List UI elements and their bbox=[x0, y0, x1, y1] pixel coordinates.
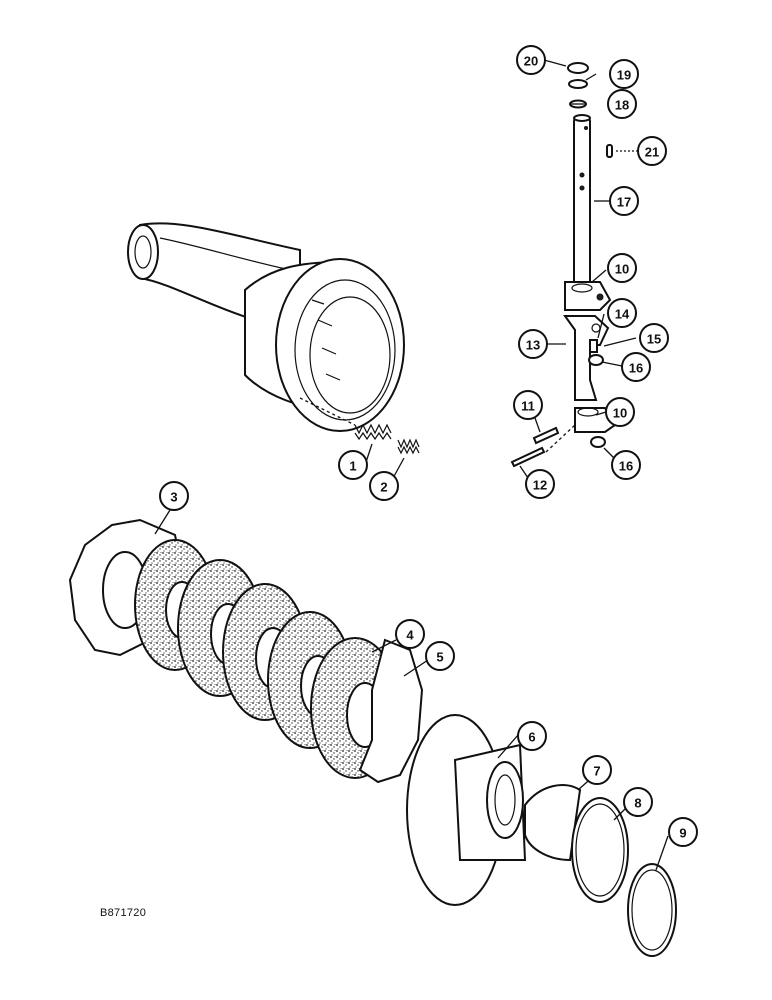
washer-16-upper bbox=[588, 354, 604, 366]
svg-text:8: 8 bbox=[634, 796, 641, 811]
callout-16a: 16 bbox=[621, 352, 651, 382]
callout-20: 20 bbox=[516, 45, 546, 75]
drawing-reference-code: B871720 bbox=[100, 907, 147, 919]
callout-7: 7 bbox=[582, 755, 612, 785]
callout-5: 5 bbox=[425, 641, 455, 671]
roll-pin-11 bbox=[532, 426, 560, 445]
svg-text:7: 7 bbox=[593, 764, 600, 779]
svg-text:5: 5 bbox=[436, 650, 443, 665]
svg-text:21: 21 bbox=[645, 145, 659, 160]
washer-19 bbox=[568, 79, 588, 89]
svg-text:10: 10 bbox=[615, 262, 629, 277]
svg-text:6: 6 bbox=[528, 730, 535, 745]
ring-20 bbox=[567, 62, 589, 74]
svg-text:3: 3 bbox=[170, 490, 177, 505]
svg-text:9: 9 bbox=[679, 826, 686, 841]
svg-text:16: 16 bbox=[629, 361, 643, 376]
svg-text:10: 10 bbox=[613, 406, 627, 421]
callout-9: 9 bbox=[668, 817, 698, 847]
shift-collar-upper bbox=[564, 281, 612, 311]
svg-text:14: 14 bbox=[615, 307, 630, 322]
callout-10a: 10 bbox=[607, 253, 637, 283]
hub-6 bbox=[406, 714, 527, 906]
svg-text:11: 11 bbox=[521, 399, 535, 414]
roll-pin-12 bbox=[510, 446, 546, 468]
svg-text:12: 12 bbox=[533, 478, 547, 493]
callout-1: 1 bbox=[338, 450, 368, 480]
spring-2 bbox=[397, 438, 420, 455]
callout-19: 19 bbox=[609, 59, 639, 89]
svg-text:15: 15 bbox=[647, 332, 661, 347]
callout-4: 4 bbox=[395, 619, 425, 649]
callout-15: 15 bbox=[639, 323, 669, 353]
ring-8 bbox=[571, 797, 629, 903]
callout-3: 3 bbox=[159, 481, 189, 511]
steel-plate-5 bbox=[358, 638, 424, 784]
callout-16b: 16 bbox=[611, 450, 641, 480]
svg-text:4: 4 bbox=[406, 628, 414, 643]
pin-21 bbox=[606, 144, 613, 158]
callout-6: 6 bbox=[517, 721, 547, 751]
callout-17: 17 bbox=[609, 186, 639, 216]
shift-shaft bbox=[573, 114, 591, 287]
screw-14 bbox=[589, 339, 598, 353]
callout-13: 13 bbox=[518, 329, 548, 359]
callout-12: 12 bbox=[525, 469, 555, 499]
svg-text:2: 2 bbox=[380, 480, 387, 495]
callout-21: 21 bbox=[637, 136, 667, 166]
callout-14: 14 bbox=[607, 298, 637, 328]
callout-8: 8 bbox=[623, 787, 653, 817]
snap-ring-9 bbox=[627, 863, 677, 957]
washer-16-lower bbox=[590, 436, 606, 448]
callout-10b: 10 bbox=[605, 397, 635, 427]
svg-text:16: 16 bbox=[619, 459, 633, 474]
svg-text:1: 1 bbox=[349, 459, 356, 474]
svg-text:20: 20 bbox=[524, 54, 538, 69]
svg-text:18: 18 bbox=[615, 98, 629, 113]
callout-18: 18 bbox=[607, 89, 637, 119]
callout-2: 2 bbox=[369, 471, 399, 501]
spring-1 bbox=[354, 423, 392, 441]
svg-text:17: 17 bbox=[617, 195, 631, 210]
callout-11: 11 bbox=[513, 390, 543, 420]
shift-collar-lower bbox=[574, 407, 617, 433]
clutch-housing bbox=[127, 222, 405, 432]
svg-text:19: 19 bbox=[617, 68, 631, 83]
svg-text:13: 13 bbox=[526, 338, 540, 353]
